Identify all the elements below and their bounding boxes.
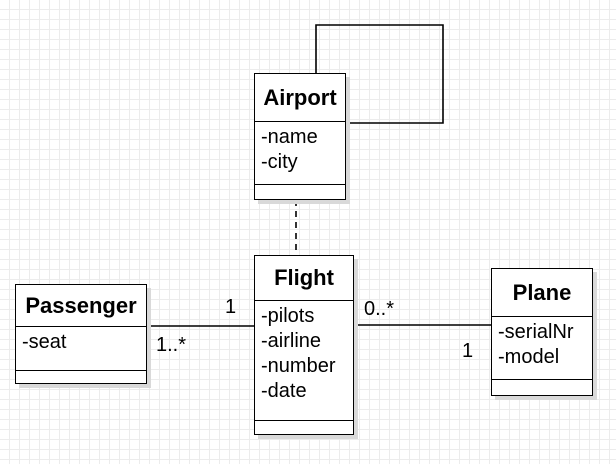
plane-class[interactable]: Plane -serialNr -model — [491, 268, 593, 396]
airport-self-association — [315, 24, 444, 124]
flight-attributes: -pilots -airline -number -date — [255, 301, 353, 421]
flight-attribute-pilots: -pilots — [261, 305, 315, 327]
airport-class-name: Airport — [255, 74, 345, 122]
flight-class[interactable]: Flight -pilots -airline -number -date — [254, 255, 354, 435]
passenger-attribute-seat: -seat — [22, 331, 67, 353]
airport-class[interactable]: Airport -name -city — [254, 73, 346, 200]
flight-attribute-date: -date — [261, 380, 307, 402]
passenger-attributes: -seat — [16, 327, 146, 371]
multiplicity-flight-end-passenger-association: 1 — [225, 296, 237, 318]
airport-attribute-name: -name — [261, 126, 318, 148]
passenger-class-name: Passenger — [16, 285, 146, 327]
plane-attribute-serialnr: -serialNr — [498, 321, 574, 343]
multiplicity-passenger-end: 1..* — [156, 334, 187, 356]
flight-class-name: Flight — [255, 256, 353, 301]
passenger-class[interactable]: Passenger -seat — [15, 284, 147, 384]
flight-attribute-airline: -airline — [261, 330, 322, 352]
plane-class-name: Plane — [492, 269, 592, 317]
flight-attribute-number: -number — [261, 355, 336, 377]
multiplicity-flight-end-plane-association: 0..* — [364, 298, 395, 320]
airport-attributes: -name -city — [255, 122, 345, 185]
airport-attribute-city: -city — [261, 151, 298, 173]
plane-attributes: -serialNr -model — [492, 317, 592, 380]
plane-attribute-model: -model — [498, 346, 560, 368]
multiplicity-plane-end: 1 — [462, 340, 474, 362]
